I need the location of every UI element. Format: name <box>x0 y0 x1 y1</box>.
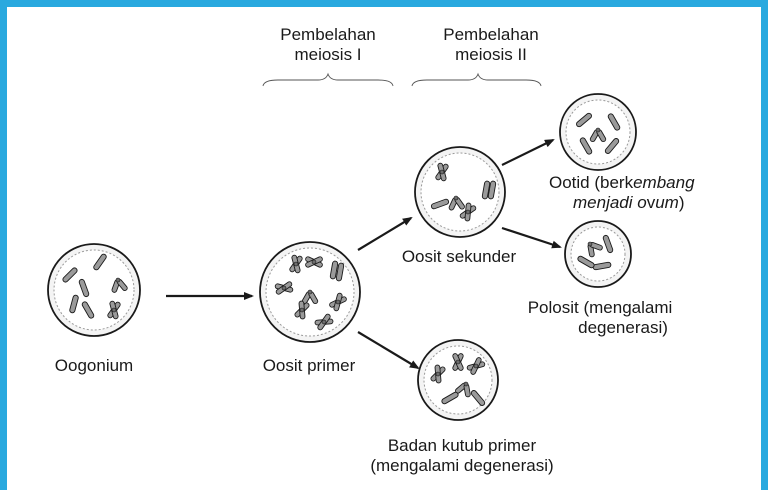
polosit-label-line2: degenerasi) <box>578 318 668 337</box>
meiosis-2-label-line1: Pembelahan <box>443 25 539 44</box>
oogonium-label: Oogonium <box>54 356 134 375</box>
ootid-cell <box>559 93 637 171</box>
ootid-label-line2: menjadi ovum) <box>549 193 695 213</box>
arrow-sekunder-to-ootid <box>501 139 555 166</box>
ootid-label: Ootid (berkembang menjadi ovum) <box>549 173 695 213</box>
meiosis-2-bracket <box>411 72 542 87</box>
meiosis-1-label: Pembelahan meiosis I <box>262 25 394 65</box>
oosit-sekunder-cell <box>414 146 506 238</box>
ootid-label-italic-a: menjadi o <box>573 193 647 212</box>
meiosis-1-label-line1: Pembelahan <box>280 25 376 44</box>
meiosis-2-label-line2: meiosis II <box>455 45 527 64</box>
meiosis-1-bracket <box>262 72 394 87</box>
arrow-primer-to-sekunder <box>357 216 413 251</box>
polosit-label-line1: Polosit (mengalami <box>527 298 673 317</box>
oosit-sekunder-label: Oosit sekunder <box>401 247 517 266</box>
ootid-label-italic: embang <box>633 173 695 192</box>
badan-kutub-label: Badan kutub primer (mengalami degenerasi… <box>358 436 566 476</box>
badan-kutub-cell <box>417 339 499 421</box>
ootid-label-normal: v <box>646 193 656 212</box>
arrow-primer-to-badan-kutub <box>357 331 420 370</box>
badan-kutub-label-line2: (mengalami degenerasi) <box>370 456 554 475</box>
ootid-label-end: ) <box>678 193 685 212</box>
oosit-primer-cell <box>259 241 361 343</box>
arrow-sekunder-to-polosit <box>501 226 562 249</box>
oogonium-cell <box>47 243 141 337</box>
badan-kutub-label-line1: Badan kutub primer <box>387 436 537 455</box>
polosit-label: Polosit (mengalami degenerasi) <box>500 298 700 338</box>
meiosis-1-label-line2: meiosis I <box>294 45 362 64</box>
ootid-label-line1: Ootid (berkembang <box>549 173 695 193</box>
oosit-primer-label: Oosit primer <box>262 356 356 375</box>
ootid-label-italic-b: um <box>655 193 679 212</box>
ootid-label-prefix: Ootid (berk <box>549 173 634 192</box>
polosit-cell <box>564 220 632 288</box>
meiosis-2-label: Pembelahan meiosis II <box>421 25 561 65</box>
